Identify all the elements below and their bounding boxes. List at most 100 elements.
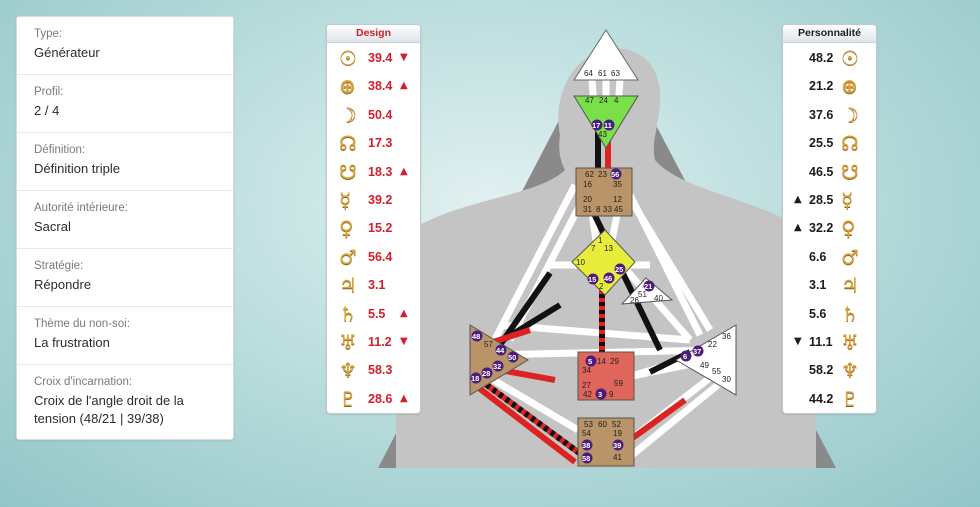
design-gate-line-value: 18.3 — [368, 164, 393, 179]
svg-text:30: 30 — [722, 375, 731, 384]
personality-gate-line-value: 5.6 — [809, 306, 827, 321]
svg-text:25: 25 — [615, 265, 623, 274]
svg-text:54: 54 — [582, 429, 591, 438]
fixing-arrow: ▲ — [400, 392, 408, 404]
svg-text:1: 1 — [598, 236, 603, 245]
svg-text:29: 29 — [610, 357, 619, 366]
personality-header: Personnalité — [783, 25, 876, 43]
design-row-mercury: ☿39.2 — [327, 186, 420, 214]
personality-row-mercury: ☿28.5▲ — [783, 186, 876, 214]
personality-gate-line-value: 21.2 — [809, 79, 834, 94]
personality-gate-line-value: 6.6 — [809, 249, 827, 264]
svg-text:19: 19 — [613, 429, 622, 438]
design-row-mars: ♂56.4 — [327, 243, 420, 271]
cross-value: Croix de l'angle droit de la tension (48… — [34, 393, 184, 426]
cross-row: Croix d'incarnation: Croix de l'angle dr… — [17, 365, 233, 439]
solar-plexus-center — [675, 324, 737, 396]
svg-text:59: 59 — [614, 379, 623, 388]
svg-text:22: 22 — [708, 340, 717, 349]
personality-row-moon: ☽37.6 — [783, 101, 876, 129]
svg-text:7: 7 — [591, 244, 596, 253]
personality-row-mars: ♂ 6.6 — [783, 243, 876, 271]
mars-icon: ♂ — [841, 244, 859, 269]
design-gate-line-value: 50.4 — [368, 107, 393, 122]
design-gate-line-value: 56.4 — [368, 249, 393, 264]
fixing-arrow: ▲ — [794, 194, 802, 205]
svg-text:40: 40 — [654, 294, 663, 303]
active-gate-markers: 17 11 56 15 46 25 21 48 44 50 32 28 18 6… — [470, 119, 704, 464]
svg-text:37: 37 — [693, 347, 701, 356]
svg-text:16: 16 — [583, 180, 592, 189]
fixing-arrow: ▲ — [794, 222, 802, 234]
pluto-icon: ♇ — [339, 386, 357, 411]
svg-text:64: 64 — [584, 69, 593, 78]
uranus-icon: ♅ — [841, 330, 859, 354]
svg-text:5: 5 — [588, 357, 592, 366]
svg-text:4: 4 — [614, 96, 619, 105]
notself-row: Thème du non-soi: La frustration — [17, 307, 233, 365]
personality-gate-line-value: 32.2 — [809, 221, 834, 236]
svg-text:60: 60 — [598, 420, 607, 429]
personality-row-uranus: ♅11.1▼ — [783, 328, 876, 356]
design-row-saturn: ♄5.5▲ — [327, 300, 420, 328]
uranus-icon: ♅ — [339, 330, 357, 354]
svg-text:15: 15 — [588, 275, 596, 284]
authority-value: Sacral — [34, 219, 71, 234]
svg-text:52: 52 — [612, 420, 621, 429]
svg-text:23: 23 — [598, 170, 607, 179]
svg-text:3: 3 — [598, 390, 602, 399]
strategy-value: Répondre — [34, 277, 92, 292]
svg-text:50: 50 — [508, 353, 516, 362]
svg-text:61: 61 — [598, 69, 607, 78]
design-row-north-node: ☊17.3 — [327, 129, 420, 157]
svg-text:8: 8 — [596, 205, 601, 214]
design-gate-line-value: 38.4 — [368, 79, 393, 94]
svg-text:48: 48 — [472, 332, 480, 341]
personality-gate-line-value: 28.5 — [809, 193, 834, 207]
svg-text:49: 49 — [700, 361, 709, 370]
svg-text:10: 10 — [576, 258, 585, 267]
personality-row-south-node: ☋ 46.5 — [783, 158, 876, 186]
sun-icon: ☉ — [841, 46, 859, 70]
jupiter-icon: ♃ — [339, 273, 357, 298]
design-activations-panel: Design ☉39.4▼⊕38.4▲☽50.4☊17.3☋18.3▲☿39.2… — [326, 24, 421, 414]
design-gate-line-value: 11.2 — [368, 335, 392, 349]
earth-icon: ⊕ — [841, 74, 858, 99]
svg-text:55: 55 — [712, 367, 721, 376]
venus-icon: ♀ — [339, 216, 354, 241]
strategy-label: Stratégie: — [34, 260, 84, 272]
personality-gate-line-value: 58.2 — [809, 363, 834, 378]
chart-info-panel: Type: Générateur Profil: 2 / 4 Définitio… — [16, 16, 234, 440]
design-header: Design — [327, 25, 420, 43]
svg-text:38: 38 — [582, 441, 590, 450]
south-node-icon: ☋ — [841, 159, 859, 184]
design-row-sun: ☉39.4▼ — [327, 44, 420, 72]
personality-gate-line-value: 46.5 — [809, 164, 834, 179]
svg-text:33: 33 — [603, 205, 612, 214]
personality-row-earth: ⊕ 21.2 — [783, 72, 876, 100]
svg-text:56: 56 — [611, 170, 619, 179]
svg-text:34: 34 — [582, 366, 591, 375]
svg-text:41: 41 — [613, 453, 622, 462]
personality-gate-line-value: 44.2 — [809, 391, 834, 406]
design-gate-line-value: 39.4 — [368, 51, 393, 65]
svg-text:58: 58 — [582, 454, 590, 463]
profile-label: Profil: — [34, 86, 64, 98]
design-gate-line-value: 17.3 — [368, 136, 393, 151]
personality-row-jupiter: ♃3.1 — [783, 271, 876, 299]
pluto-icon: ♇ — [841, 386, 859, 411]
svg-text:21: 21 — [644, 282, 652, 291]
fixing-arrow: ▲ — [400, 80, 408, 92]
svg-text:31: 31 — [583, 205, 592, 214]
svg-text:6: 6 — [683, 352, 687, 361]
svg-text:2: 2 — [599, 282, 604, 291]
design-gate-line-value: 58.3 — [368, 363, 393, 378]
design-row-south-node: ☋18.3▲ — [327, 158, 420, 186]
personality-gate-line-value: 3.1 — [809, 278, 827, 293]
svg-text:26: 26 — [630, 296, 639, 305]
svg-text:57: 57 — [484, 340, 493, 349]
design-row-pluto: ♇28.6▲ — [327, 385, 420, 413]
definition-row: Définition: Définition triple — [17, 133, 233, 191]
svg-text:47: 47 — [585, 96, 594, 105]
fixing-arrow: ▼ — [400, 336, 408, 347]
